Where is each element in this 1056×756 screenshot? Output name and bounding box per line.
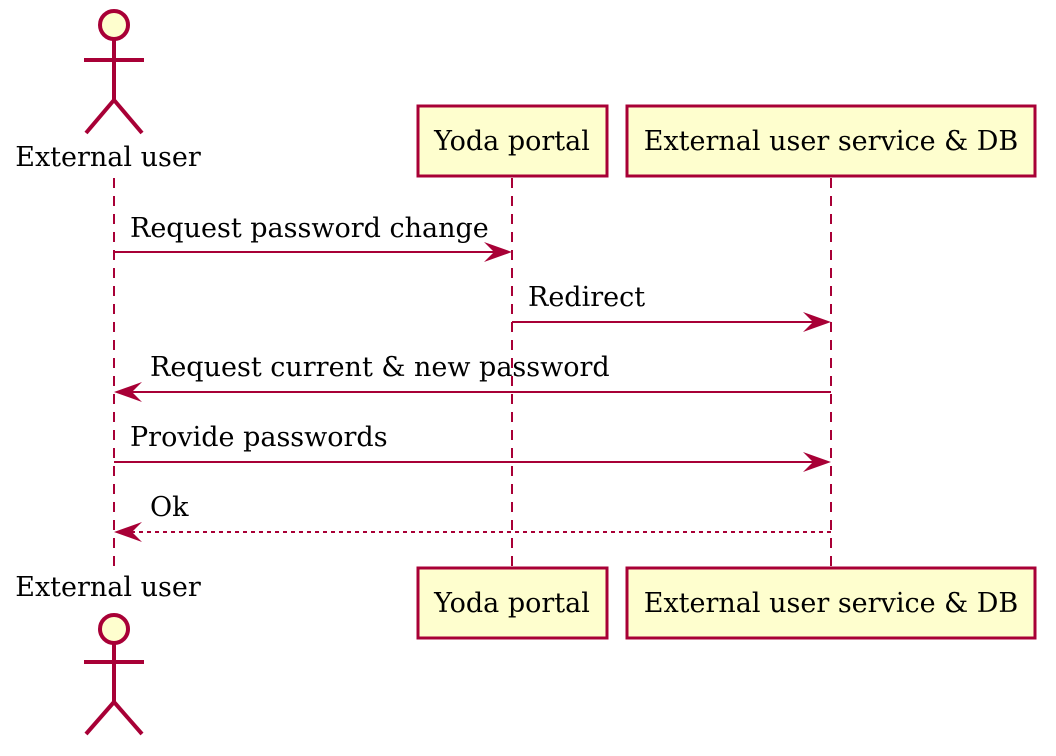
participant-external-service-bottom: External user service & DB (625, 566, 1037, 640)
participant-label: External user service & DB (644, 126, 1019, 157)
actor-label-bottom: External user (15, 572, 201, 603)
participant-label: External user service & DB (644, 588, 1019, 619)
message-redirect: Redirect (512, 282, 831, 332)
participant-yoda-portal-top: Yoda portal (416, 104, 609, 178)
actor-external-user-top: External user (15, 9, 201, 173)
participant-box (416, 566, 609, 640)
participant-yoda-portal-bottom: Yoda portal (416, 566, 609, 640)
participant-box (416, 104, 609, 178)
message-label: Provide passwords (130, 422, 388, 453)
actor-label-top: External user (15, 142, 201, 173)
arrowhead-left-icon (114, 382, 142, 402)
participant-label: Yoda portal (433, 126, 590, 157)
participant-box (625, 566, 1037, 640)
arrowhead-right-icon (803, 452, 831, 472)
message-request-password-change: Request password change (114, 213, 512, 262)
message-label: Redirect (528, 282, 645, 313)
actor-figure-icon (84, 9, 144, 135)
actor-external-user-bottom: External user (15, 572, 201, 736)
arrowhead-left-icon (114, 522, 142, 542)
message-request-current-new-password: Request current & new password (114, 352, 831, 402)
participant-external-service-top: External user service & DB (625, 104, 1037, 178)
arrowhead-right-icon (484, 242, 512, 262)
message-ok: Ok (114, 492, 831, 542)
participant-box (625, 104, 1037, 178)
message-label: Ok (150, 492, 189, 523)
message-label: Request password change (130, 213, 489, 244)
participant-label: Yoda portal (433, 588, 590, 619)
message-provide-passwords: Provide passwords (114, 422, 831, 472)
message-label: Request current & new password (150, 352, 610, 383)
arrowhead-right-icon (803, 312, 831, 332)
actor-figure-icon (84, 613, 144, 736)
